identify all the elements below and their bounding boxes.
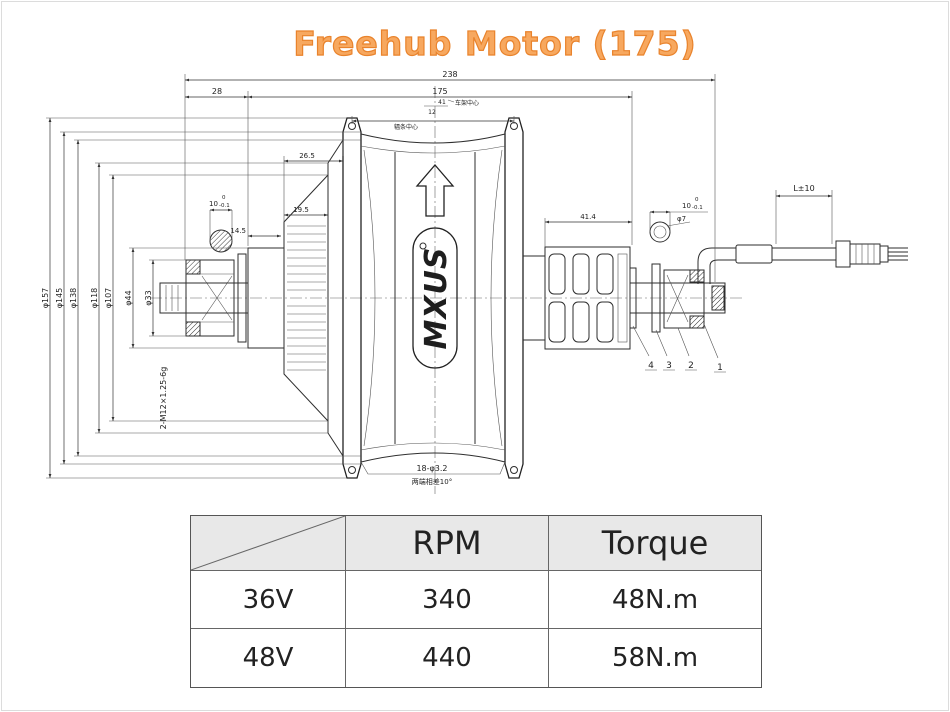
diameter-label: φ33 [144,290,153,305]
brand-logo: MXUS [412,227,458,369]
right-side-dimensions: 41.4 10 0 -0.1 φ7 L±10 [544,184,833,247]
header-rpm: RPM [346,516,549,571]
dim-flat-diameter: φ7 [677,215,686,223]
part-4-spacer [629,267,637,329]
dim-center-offset-a: 41 [438,99,446,106]
left-flat-section [209,229,233,253]
thread-spec-label: 2-M12×1.25-6g [159,367,168,430]
left-side-dimensions: 26.5 19.5 14.5 10 0 -0.1 [209,140,344,253]
dim-cone: 19.5 [293,206,309,214]
table-cell-voltage: 48V [191,629,346,687]
diameter-label: φ118 [90,288,99,309]
connector-housing [835,240,851,268]
left-side-assembly [159,139,344,457]
logo-dot-icon [419,242,427,250]
table-cell-rpm: 340 [346,571,549,629]
diameter-label: φ107 [104,288,113,309]
logo-badge [412,227,458,369]
cable-sleeve [735,244,773,264]
technical-drawing: Freehub Motor (175) [41,23,908,494]
right-side-assembly [523,246,726,350]
hub-shell [342,117,524,479]
frame-center-label: 车架中心 [455,99,479,107]
spoke-holes-label: 18-φ3.2 [416,464,447,473]
dim-boss: 14.5 [230,227,246,235]
part-number: 4 [648,361,654,371]
part-callouts: 4 3 2 1 [632,323,726,373]
rotation-arrow-icon [415,164,455,217]
part-number: 1 [717,363,723,373]
dim-center-offset-b: 12 [428,109,436,116]
spoke-hole-note: 18-φ3.2 两端相差10° [360,461,506,486]
tolerance-left-upper: 0 [222,195,226,201]
connector-body [849,243,881,265]
motor-cable [697,240,908,284]
diagonal-divider [191,516,345,570]
right-flange [504,117,524,479]
logo-text: MXUS [419,247,454,350]
tolerance-left-nominal: 10 [209,200,218,208]
dim-locknut-width: 175 [432,87,447,96]
table-cell-torque: 58N.m [611,643,699,673]
spec-table: RPM Torque 36V 340 48N.m 48V 440 58N.m [190,515,762,688]
tolerance-left-lower: -0.1 [219,203,230,209]
left-axle-nut [185,259,235,337]
spoke-hole [348,466,356,474]
dim-axle-left: 28 [212,87,222,96]
page-title: Freehub Motor (175) [293,24,696,63]
part-number: 2 [688,361,694,371]
dim-freehub: 41.4 [580,213,596,221]
left-washer [237,253,247,343]
right-flat-section [649,221,671,243]
spoke-hole [510,466,518,474]
table-corner-cell [191,516,346,571]
tolerance-right-nominal: 10 [682,202,691,210]
left-flange [342,117,362,479]
part-1-axle-end [711,285,725,311]
diameter-label: φ157 [41,288,50,309]
connector-pins [888,247,908,261]
diameter-dimensions: φ157 φ145 φ138 φ118 φ107 φ44 φ33 2-M12×1… [41,117,361,479]
part-number: 3 [666,361,672,371]
tolerance-right-upper: 0 [695,197,699,203]
top-dimensions: 238 28 175 41 12 车架中心 辐条中心 [184,70,716,282]
table-cell-torque: 48N.m [549,571,761,629]
table-cell-rpm: 440 [346,629,549,687]
part-2-nut [663,269,705,329]
center-lines [150,86,742,494]
spoke-center-label: 辐条中心 [394,123,418,131]
spoke-holes-note: 两端相差10° [412,477,452,486]
diameter-label: φ138 [69,288,78,309]
cable-length-label: L±10 [793,184,814,193]
part-3-washer [651,263,661,333]
table-cell-voltage: 36V [191,571,346,629]
dim-cover: 26.5 [299,152,315,160]
header-torque: Torque [549,516,761,571]
diameter-label: φ145 [55,288,64,309]
diameter-label: φ44 [124,290,133,305]
tolerance-right-lower: -0.1 [692,205,703,211]
left-axle [159,282,249,314]
dim-overall-width: 238 [442,70,457,79]
